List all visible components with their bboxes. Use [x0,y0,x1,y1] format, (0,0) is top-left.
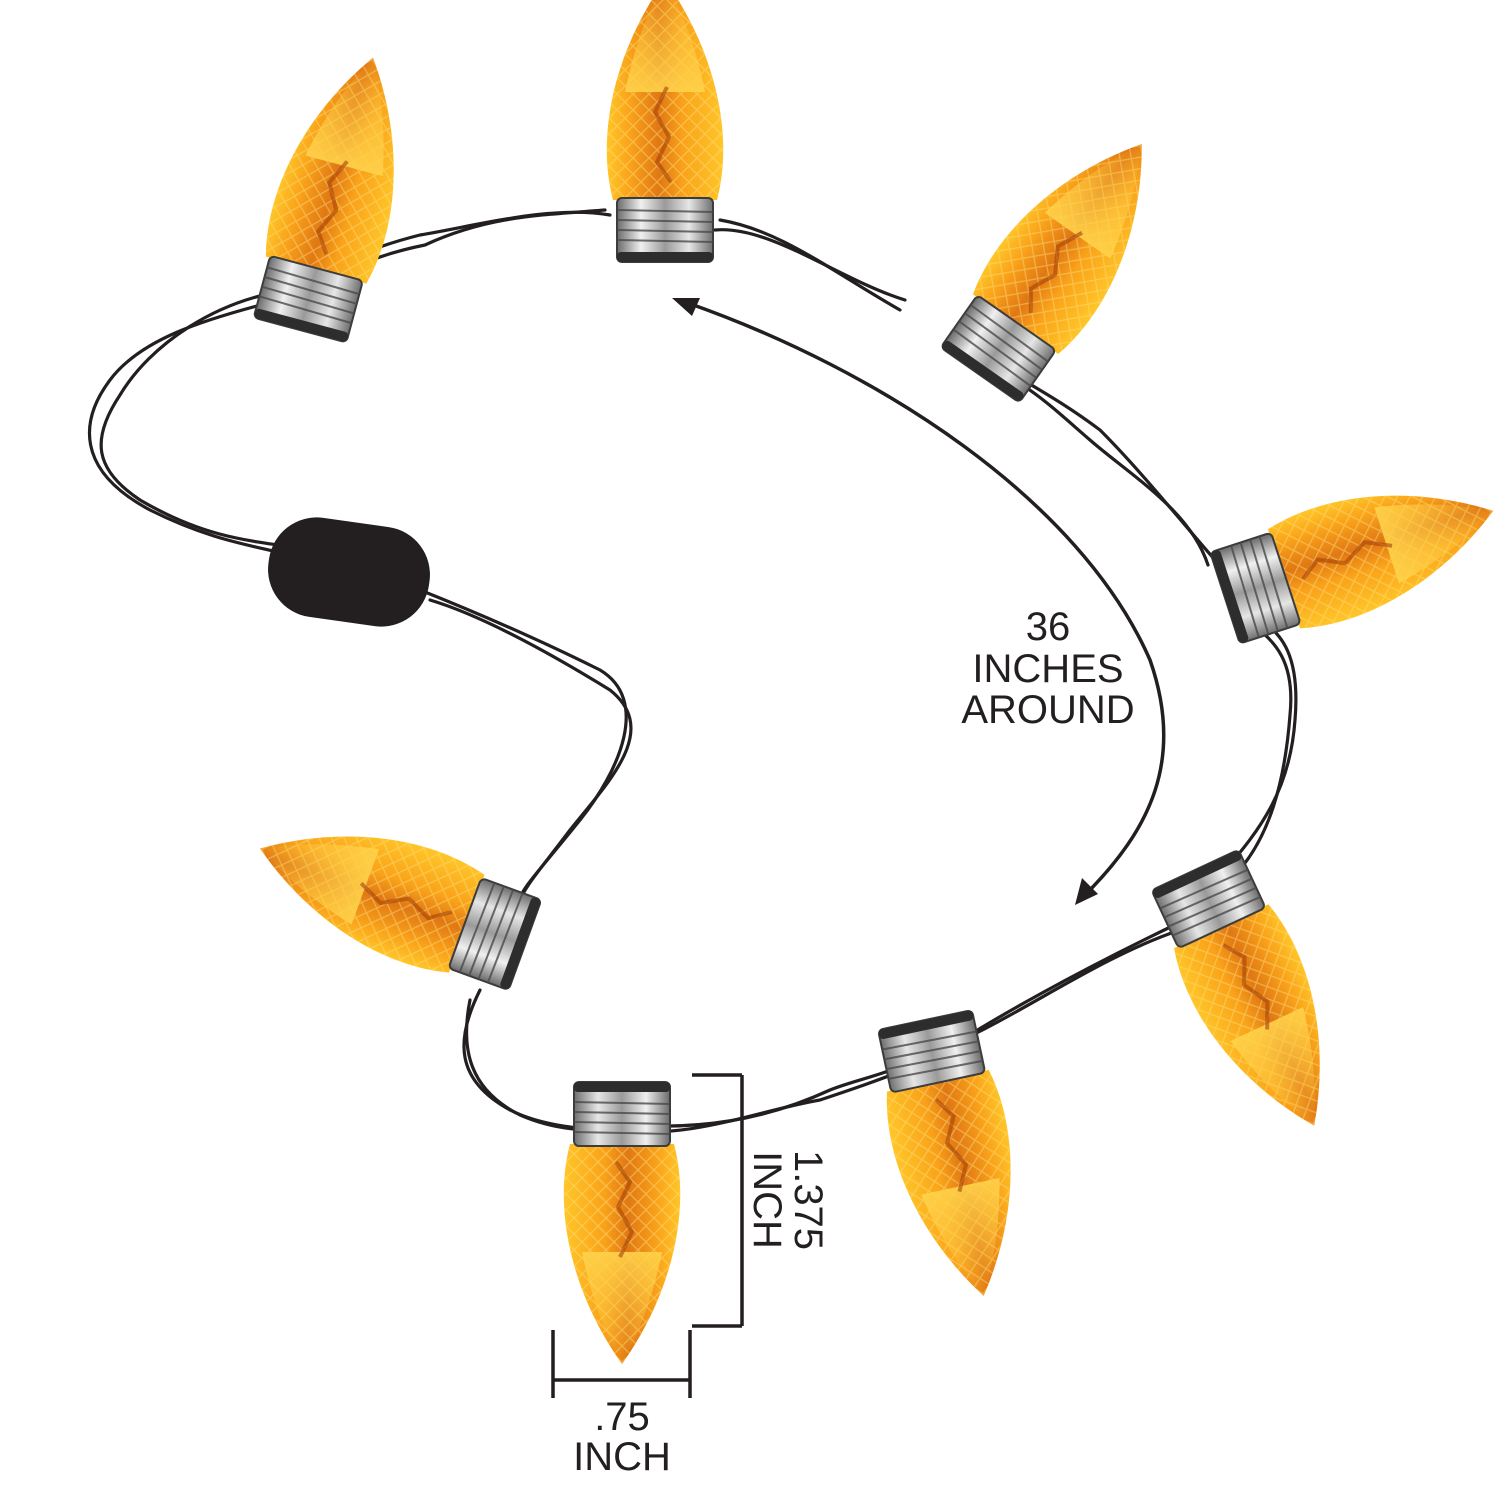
circumference-arrow [672,298,1166,905]
width-dimension-line [551,1330,692,1398]
c9-light-bulb-icon [561,1080,683,1366]
circumference-label: 36 INCHES AROUND [961,605,1134,732]
battery-pack-icon [268,517,430,627]
circumference-unit: INCHES [972,647,1123,691]
c9-light-bulb-icon [1140,843,1369,1153]
necklace-wire [87,208,1298,1134]
c9-light-bulb-icon [866,1005,1043,1310]
height-unit: INCH [745,1151,789,1249]
circumference-value: 36 [1026,605,1071,649]
c9-light-bulb-icon [604,0,726,264]
height-value: 1.375 [786,1150,830,1250]
c9-light-bulb-icon [930,108,1192,411]
c9-light-bulb-icon [1205,453,1500,656]
c9-light-bulb-icon [238,791,547,1002]
width-value: .75 [594,1395,650,1439]
width-label: .75 INCH [573,1395,671,1479]
c9-light-bulb-icon [241,40,432,348]
height-dimension-line [692,1073,744,1328]
height-label: 1.375 INCH [745,1150,830,1250]
circumference-suffix: AROUND [961,688,1134,732]
width-unit: INCH [573,1435,671,1479]
